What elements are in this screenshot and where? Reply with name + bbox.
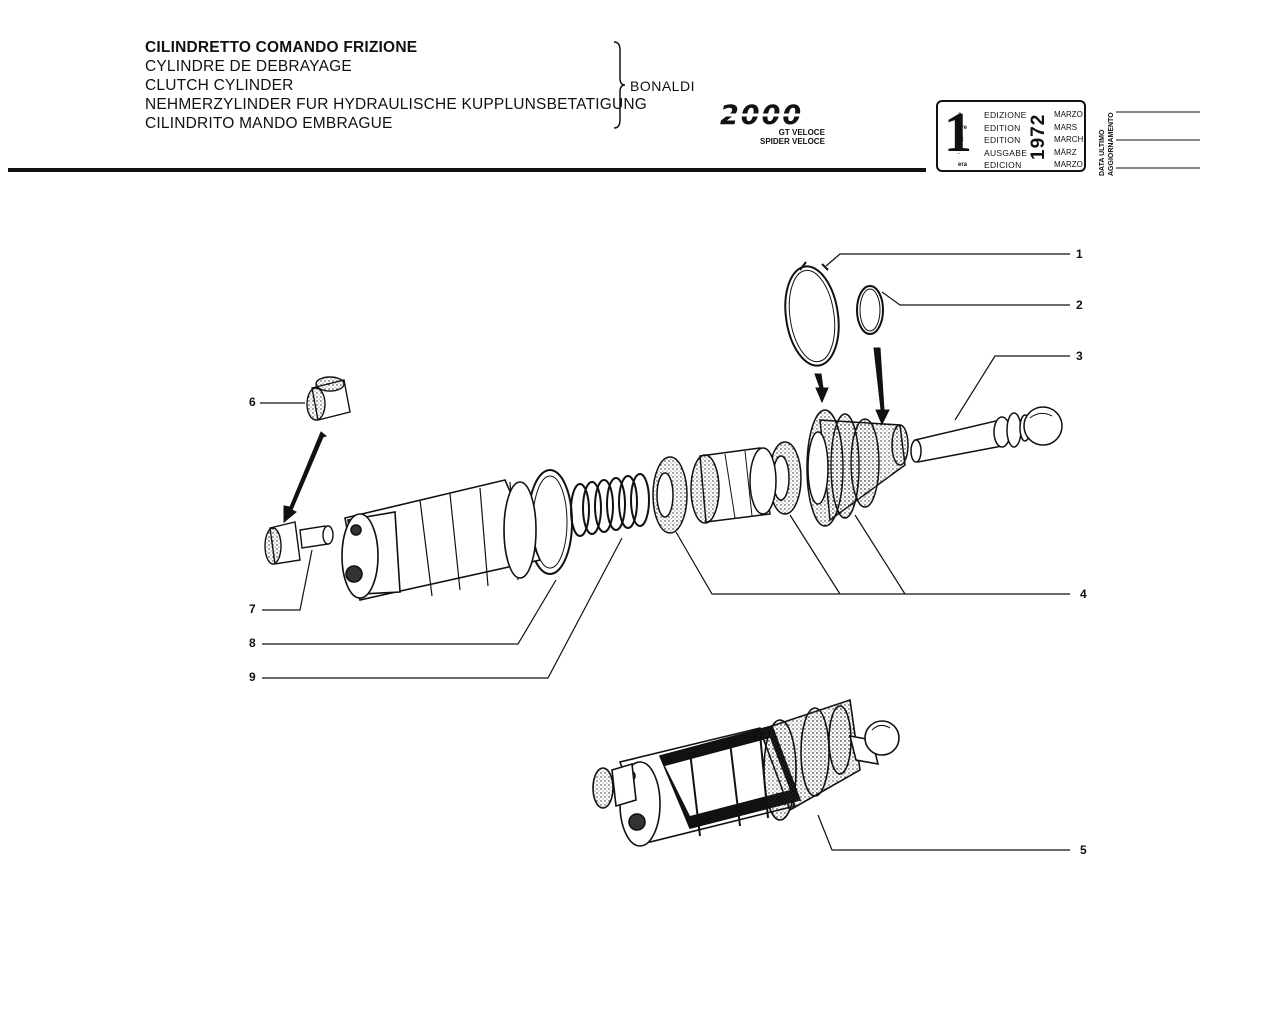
leader-8 [262,579,557,645]
update-label-line1: DATA ULTIMO [1099,129,1106,176]
callout-7: 7 [249,602,256,616]
arrow-2 [873,347,890,426]
leader-9 [262,537,623,679]
suffix-es: era [958,162,968,168]
model-logo: 2000 [718,101,840,129]
edition-ordinal-suffixes: a ère st . era [958,109,967,172]
title-french: CYLINDRE DE DEBRAYAGE [145,58,352,75]
manufacturer-name: BONALDI [630,78,695,94]
month-fr: MARS [1054,122,1078,132]
leader-1 [825,253,1070,267]
title-spanish: CILINDRITO MANDO EMBRAGUE [145,115,393,132]
arrow-6 [283,431,328,524]
leader-4b [789,514,841,595]
edition-box: 1 a ère st . era EDIZIONE EDITION EDITIO… [936,100,1086,172]
month-de: MÄRZ [1054,147,1077,157]
title-brace [613,41,626,129]
cylinder-body [341,479,542,601]
suffix-it: a [958,112,962,118]
edition-word-en: EDITION [984,135,1021,145]
leader-5 [817,814,1070,851]
edition-word-es: EDICION [984,160,1022,170]
title-italian: CILINDRETTO COMANDO FRIZIONE [145,39,418,56]
arrow-1 [814,373,829,404]
leader-3 [954,355,1070,421]
callout-9: 9 [249,670,256,684]
part-9-spring [570,473,650,537]
callout-2: 2 [1076,298,1083,312]
leader-2 [881,291,1070,306]
part-4-boot [806,409,909,527]
part-7-screw [264,521,334,565]
update-label-line2: AGGIORNAMENTO [1108,112,1115,176]
edition-word-fr: EDITION [984,122,1021,133]
callout-1: 1 [1076,247,1083,261]
edition-word-it: EDIZIONE [984,110,1027,120]
edition-word-de: AUSGABE [984,147,1028,158]
month-es: MARZO [1054,160,1083,169]
leader-4c [854,514,906,595]
suffix-fr: ère [958,124,968,131]
month-it: MARZO [1054,110,1083,119]
edition-year: 1972 [1028,113,1049,160]
leader-4a [675,531,1070,595]
suffix-en: st [958,137,964,143]
edition-words: EDIZIONE EDITION EDITION AUSGABE EDICION [984,109,1027,172]
edition-months: MARZO MARS MARCH MÄRZ MARZO [1054,109,1083,172]
callout-4: 4 [1080,587,1087,601]
callout-8: 8 [249,636,256,650]
part-5-assembly [592,698,900,847]
leader-lines [260,253,1070,851]
part-6-bleed-screw [306,376,351,421]
assembly-arrows [283,347,890,524]
part-2-circlip [856,285,884,335]
part-1-circlip [784,261,840,367]
edition-number: 1 [944,102,972,164]
callout-6: 6 [249,395,256,409]
model-variants: GT VELOCE SPIDER VELOCE [760,128,825,146]
update-date-label: DATA ULTIMO AGGIORNAMENTO [1098,112,1116,176]
title-english: CLUTCH CYLINDER [145,77,294,94]
title-block: CILINDRETTO COMANDO FRIZIONE CYLINDRE DE… [145,38,647,133]
header-rule [8,168,926,172]
leader-7 [262,549,313,611]
callout-3: 3 [1076,349,1083,363]
part-4-seal-front [652,456,688,534]
callout-5: 5 [1080,843,1087,857]
title-german: NEHMERZYLINDER FUR HYDRAULISCHE KUPPLUNS… [145,96,648,113]
update-entry-lines [1116,111,1200,169]
suffix-de: . [958,149,960,156]
part-4-seal-rear [768,441,802,515]
variant-gt-veloce: GT VELOCE [778,128,825,137]
part-3-push-rod [910,406,1063,463]
month-en: MARCH [1054,135,1084,144]
variant-spider-veloce: SPIDER VELOCE [760,137,825,146]
part-4-piston [690,447,777,524]
